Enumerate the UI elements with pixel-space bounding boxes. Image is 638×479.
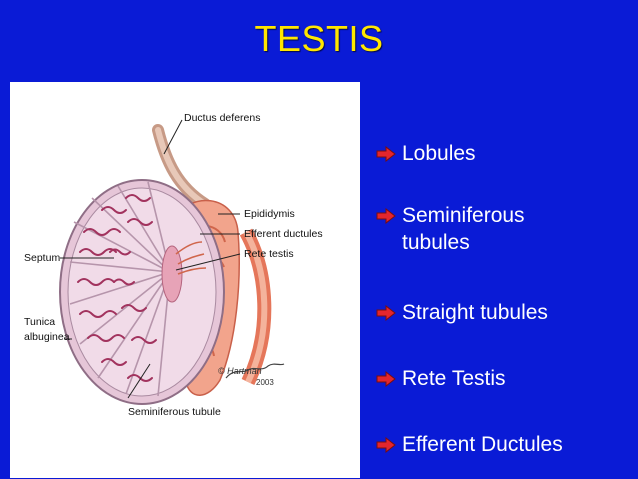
bullet-text: Seminiferous (402, 204, 525, 227)
testis-illustration (59, 119, 285, 405)
label-seminiferous-tubule: Seminiferous tubule (128, 406, 221, 418)
slide-title: TESTIS (254, 18, 384, 59)
bullet-item: Straight tubules (376, 299, 626, 326)
label-tunica: Tunica (24, 316, 56, 328)
bullet-text-line2: tubules (402, 231, 470, 254)
label-septum: Septum (24, 252, 61, 264)
signature-year: 2003 (256, 378, 274, 387)
testis-diagram: Ductus deferens Epididymis Efferent duct… (10, 82, 360, 478)
bullet-text: Straight tubules (402, 301, 548, 324)
label-efferent-ductules: Efferent ductules (244, 228, 323, 240)
red-arrow-icon (376, 146, 396, 162)
red-arrow-icon (376, 208, 396, 224)
bullet-text: Rete Testis (402, 367, 506, 390)
bullet-item: Seminiferous tubules (376, 202, 626, 256)
red-arrow-icon (376, 437, 396, 453)
red-arrow-icon (376, 305, 396, 321)
bullet-item: Efferent Ductules (376, 431, 626, 458)
label-ductus-deferens: Ductus deferens (184, 112, 261, 124)
bullet-item: Lobules (376, 140, 626, 167)
red-arrow-icon (376, 371, 396, 387)
label-epididymis: Epididymis (244, 208, 295, 220)
bullet-item: Rete Testis (376, 365, 626, 392)
label-albuginea: albuginea (24, 331, 70, 343)
label-rete-testis: Rete testis (244, 248, 294, 260)
bullet-text: Lobules (402, 142, 476, 165)
signature-text: © Hartman (218, 366, 262, 376)
bullet-text: Efferent Ductules (402, 433, 563, 456)
